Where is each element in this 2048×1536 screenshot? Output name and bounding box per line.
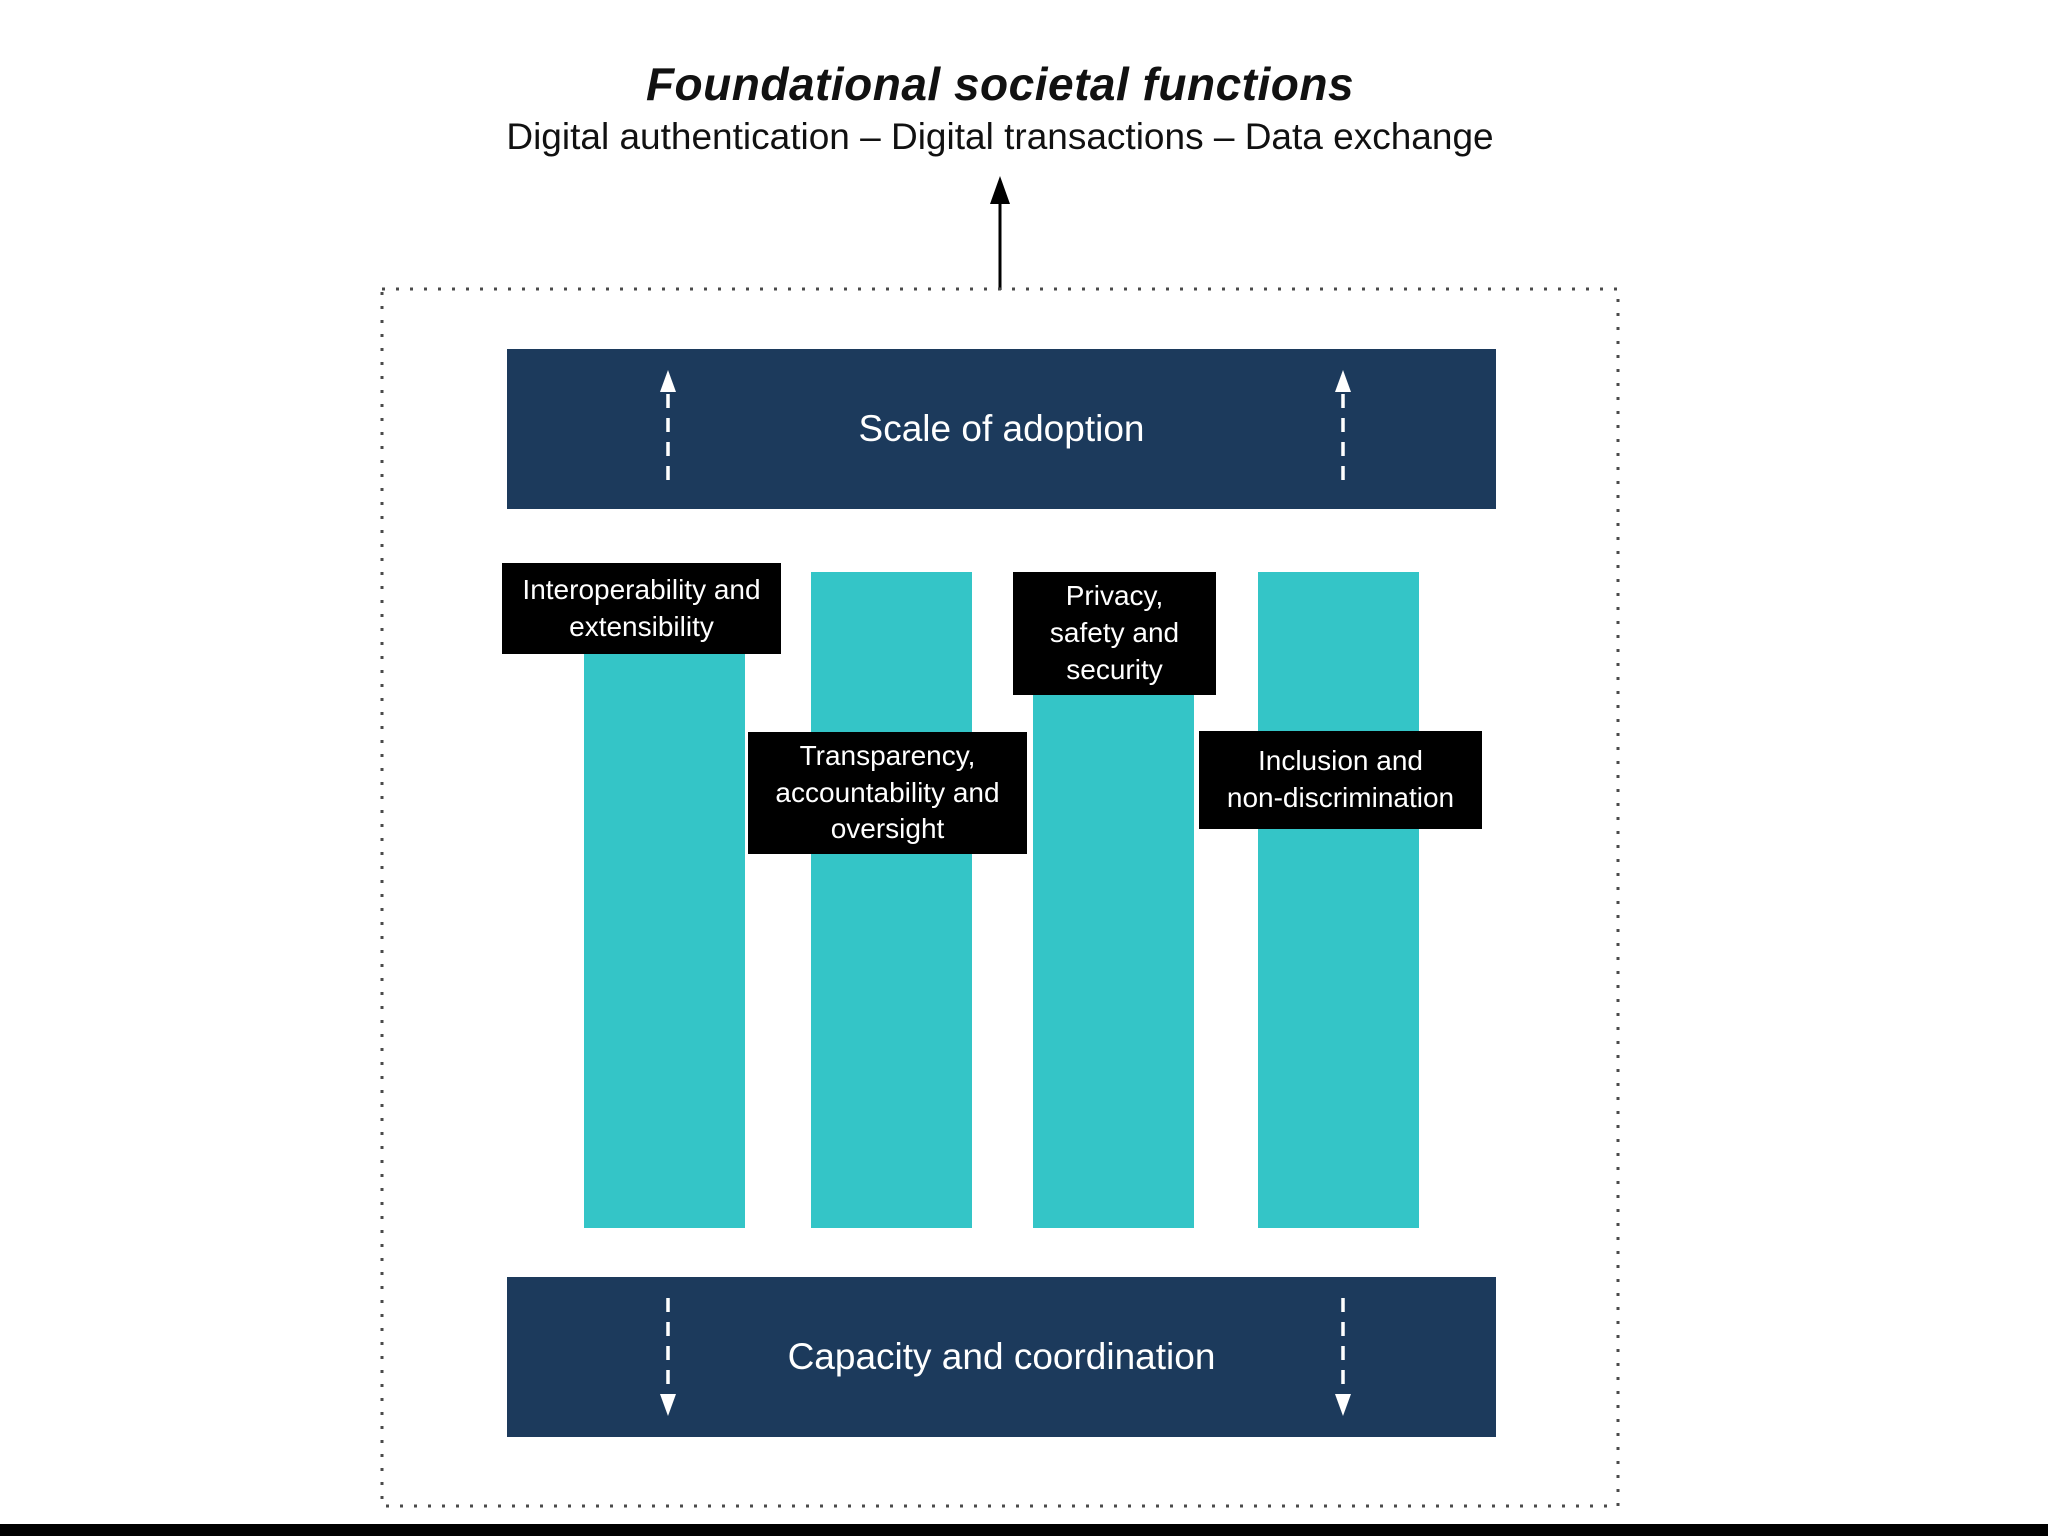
scale-of-adoption-bar: Scale of adoption xyxy=(507,349,1496,509)
letterbox-strip xyxy=(0,1524,2048,1536)
dashed-up-arrow-icon xyxy=(1335,370,1351,488)
label-interoperability-extensibility: Interoperability and extensibility xyxy=(502,563,781,654)
pillar-interoperability xyxy=(584,572,745,1228)
capacity-coordination-label: Capacity and coordination xyxy=(787,1336,1216,1377)
label-privacy-safety-security: Privacy, safety and security xyxy=(1013,572,1216,695)
flow-up-arrow-icon xyxy=(990,176,1010,290)
dashed-down-arrow-icon xyxy=(660,1298,676,1416)
page-subtitle: Digital authentication – Digital transac… xyxy=(506,116,1494,157)
pillar-transparency xyxy=(811,572,972,1228)
label-inclusion-non-discrimination: Inclusion and non-discrimination xyxy=(1199,731,1482,829)
scale-of-adoption-label: Scale of adoption xyxy=(858,408,1145,449)
label-transparency-accountability-oversight: Transparency, accountability and oversig… xyxy=(748,732,1027,854)
page-title: Foundational societal functions xyxy=(645,58,1355,110)
capacity-coordination-bar: Capacity and coordination xyxy=(507,1277,1496,1437)
dashed-up-arrow-icon xyxy=(660,370,676,488)
dashed-down-arrow-icon xyxy=(1335,1298,1351,1416)
pillar-inclusion xyxy=(1258,572,1419,1228)
